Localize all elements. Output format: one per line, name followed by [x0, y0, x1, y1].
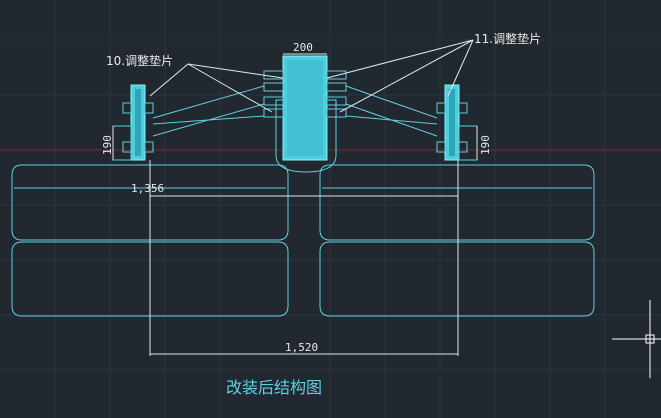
tire-group-right	[319, 164, 595, 317]
dimension-inner-1356: 1,356	[131, 182, 164, 195]
callout-right-label: 11.调整垫片	[474, 31, 541, 46]
left-spacer-assembly	[112, 84, 154, 161]
right-spacer-assembly	[436, 84, 478, 161]
center-bracket	[263, 55, 347, 173]
callout-left-label: 10.调整垫片	[106, 53, 173, 68]
crosshair-cursor-icon	[612, 300, 661, 378]
dimension-outer-1520: 1,520	[285, 341, 318, 354]
drawing-caption: 改装后结构图	[226, 378, 322, 397]
dimension-lines	[112, 53, 478, 356]
callout-leaders	[149, 39, 474, 113]
dimension-left-190: 190	[101, 135, 114, 155]
struts	[152, 85, 438, 137]
dimension-right-190: 190	[479, 135, 492, 155]
dimension-top-200: 200	[293, 41, 313, 54]
